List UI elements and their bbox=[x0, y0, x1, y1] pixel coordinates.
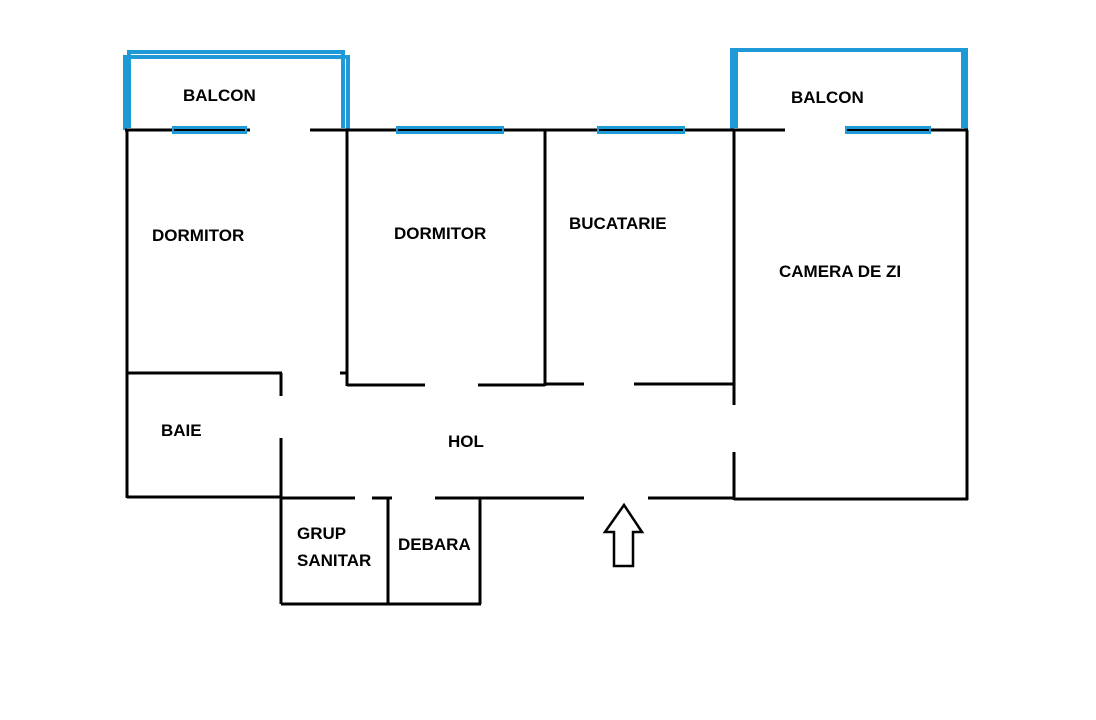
label-dormitor-2: DORMITOR bbox=[394, 224, 486, 243]
label-balcon-right: BALCON bbox=[791, 88, 864, 107]
walls bbox=[125, 130, 969, 606]
label-camera-de-zi: CAMERA DE ZI bbox=[779, 262, 901, 281]
label-grup-sanitar-line2: SANITAR bbox=[297, 551, 371, 570]
label-dormitor-1: DORMITOR bbox=[152, 226, 244, 245]
label-bucatarie: BUCATARIE bbox=[569, 214, 667, 233]
balcony-right-outline bbox=[730, 48, 968, 130]
up-arrow-icon bbox=[602, 502, 645, 568]
balcony-left-outline bbox=[123, 50, 350, 130]
label-debara: DEBARA bbox=[398, 535, 471, 554]
label-grup-sanitar-line1: GRUP bbox=[297, 524, 346, 543]
label-baie: BAIE bbox=[161, 421, 202, 440]
label-balcon-left: BALCON bbox=[183, 86, 256, 105]
label-hol: HOL bbox=[448, 432, 484, 451]
